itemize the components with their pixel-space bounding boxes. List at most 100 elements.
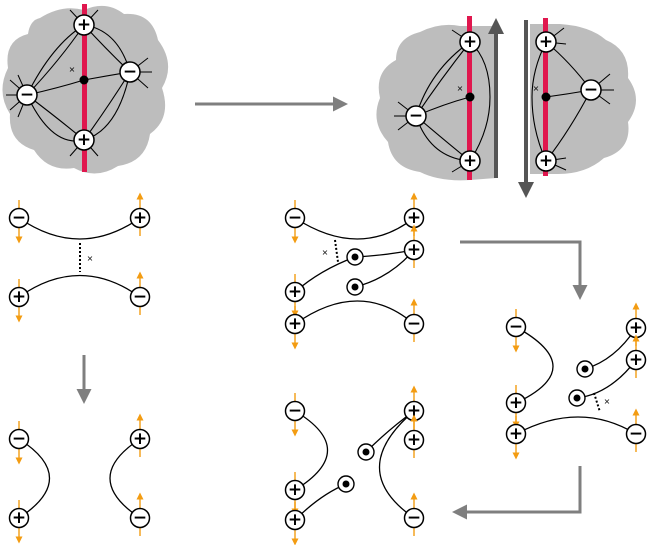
dot-vortex-icon (346, 278, 364, 296)
plus-charge-icon: + (625, 334, 647, 378)
svg-text:−: − (20, 85, 34, 105)
svg-text:−: − (509, 317, 523, 337)
split-charge-plus-top-right: + (535, 31, 557, 53)
svg-text:−: − (133, 287, 147, 307)
svg-text:+: + (288, 282, 302, 302)
gray-flow-arrow-right (460, 240, 588, 300)
svg-text:−: − (288, 401, 302, 421)
minus-charge-icon: − (8, 200, 30, 244)
plus-charge-icon: + (284, 502, 306, 545)
dot-vortex-icon (568, 389, 586, 407)
svg-text:+: + (407, 430, 421, 450)
minus-charge-icon: − (8, 421, 30, 465)
minus-charge-icon: − (284, 393, 306, 437)
split-charge-plus-bottom-right: + (535, 150, 557, 172)
split-charge-minus-right: − (580, 79, 602, 101)
svg-text:−: − (133, 508, 147, 528)
charge-plus-top: + (73, 14, 95, 36)
minus-charge-icon: − (284, 200, 306, 244)
svg-text:+: + (288, 314, 302, 334)
split-charge-plus-top-left: + (459, 31, 481, 53)
svg-text:+: + (133, 208, 147, 228)
charge-minus-left: − (16, 84, 38, 106)
minus-charge-icon: − (129, 492, 151, 536)
svg-text:+: + (539, 151, 553, 171)
plus-charge-icon: + (8, 279, 30, 323)
dot-vortex-icon (346, 248, 364, 266)
charge-plus-bottom: + (73, 129, 95, 151)
svg-text:+: + (463, 32, 477, 52)
svg-text:+: + (407, 208, 421, 228)
cross-mark-icon: × (457, 84, 464, 93)
svg-text:−: − (629, 424, 643, 444)
minus-charge-icon: − (625, 408, 647, 452)
cross-mark-icon: × (604, 397, 611, 406)
svg-text:+: + (629, 350, 643, 370)
junction-dot-left (79, 75, 89, 85)
charge-minus-right: − (119, 61, 141, 83)
cross-mark-icon: × (87, 254, 94, 263)
svg-text:−: − (407, 314, 421, 334)
junction-dot-split-left (465, 92, 475, 102)
svg-text:+: + (77, 15, 91, 35)
dot-vortex-icon (357, 443, 375, 461)
svg-text:+: + (288, 480, 302, 500)
plus-charge-icon: + (403, 385, 425, 429)
panel-mid-left: × (18, 217, 141, 298)
cross-mark-icon: × (322, 248, 329, 257)
charge-nodes: − + + − − + + − − + + + + − − + + + + − − + + + + − (8, 192, 647, 545)
cross-mark-icon: × (533, 84, 540, 93)
plus-charge-icon: + (129, 192, 151, 236)
gray-flow-arrow-bottom (452, 466, 582, 520)
plus-charge-icon: + (129, 413, 151, 457)
split-charge-plus-bottom-left: + (459, 150, 481, 172)
svg-text:−: − (407, 508, 421, 528)
top-right-split-panel: + − + + − + × × (376, 16, 636, 198)
minus-charge-icon: − (403, 492, 425, 536)
svg-text:+: + (629, 318, 643, 338)
minus-charge-icon: − (505, 309, 527, 353)
top-left-cloud-panel: + − − + × (2, 4, 169, 174)
minus-charge-icon: − (129, 271, 151, 315)
svg-text:−: − (123, 62, 137, 82)
svg-text:+: + (12, 508, 26, 528)
dot-vortex-icon (337, 475, 355, 493)
svg-text:+: + (133, 429, 147, 449)
minus-charge-icon: − (403, 298, 425, 342)
panel-right: × (515, 326, 637, 435)
gray-cloud-split-right (530, 24, 636, 174)
split-charge-minus-left: − (405, 105, 427, 127)
panel-bottom-center (294, 410, 415, 521)
plus-charge-icon: + (8, 500, 30, 544)
svg-text:−: − (288, 208, 302, 228)
svg-text:+: + (407, 240, 421, 260)
svg-text:−: − (12, 429, 26, 449)
svg-text:+: + (509, 393, 523, 413)
domain-wall-left (82, 4, 87, 172)
panel-bottom-left (18, 438, 141, 519)
plus-charge-icon: + (505, 416, 527, 460)
panel-mid-center: × (294, 217, 415, 325)
svg-text:+: + (12, 287, 26, 307)
plus-charge-icon: + (625, 302, 647, 346)
plus-charge-icon: + (403, 224, 425, 268)
junction-dot-split-right (541, 92, 551, 102)
plus-charge-icon: + (284, 306, 306, 350)
plus-charge-icon: + (403, 414, 425, 458)
svg-text:+: + (509, 424, 523, 444)
svg-text:+: + (407, 401, 421, 421)
svg-text:+: + (463, 151, 477, 171)
svg-text:+: + (539, 32, 553, 52)
cross-mark-icon: × (69, 65, 76, 74)
svg-text:−: − (409, 106, 423, 126)
svg-text:−: − (12, 208, 26, 228)
plus-charge-icon: + (284, 274, 306, 318)
svg-text:−: − (584, 80, 598, 100)
dot-vortex-icon (576, 360, 594, 378)
svg-text:+: + (77, 130, 91, 150)
plus-charge-icon: + (284, 472, 306, 516)
gray-cloud-split-left (376, 24, 496, 181)
svg-text:+: + (288, 510, 302, 530)
